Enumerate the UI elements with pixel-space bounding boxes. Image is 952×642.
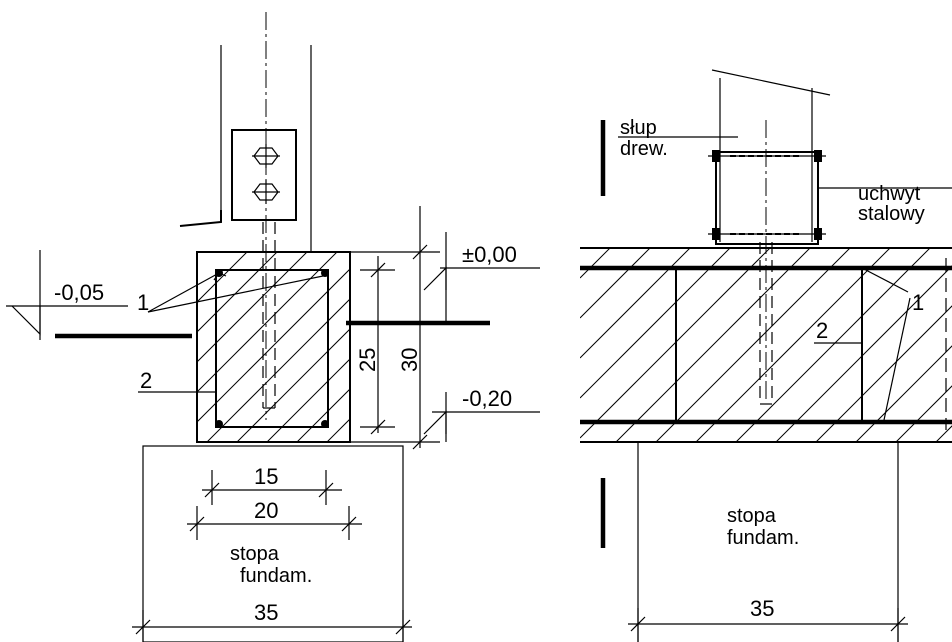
left-cross-section: -0,05 1 2 25 30 (6, 12, 540, 642)
footing-label-line2: fundam. (240, 565, 312, 587)
level-zero-label: ±0,00 (462, 242, 517, 267)
bracket-label-line2: stalowy (858, 203, 925, 225)
label-1-right: 1 (912, 290, 924, 315)
footing-right-line1: stopa (727, 505, 777, 527)
rebar-dot (321, 269, 329, 277)
dim-20-label: 20 (254, 498, 278, 523)
stirrup-outline (215, 269, 329, 428)
level-marker-minus-005: -0,05 (6, 250, 128, 340)
dimension-30: 30 (350, 206, 440, 450)
dim-15-label: 15 (254, 464, 278, 489)
dimension-20: 20 (187, 498, 362, 540)
dimension-25: 25 (355, 256, 395, 435)
dimension-35-left: 35 (132, 600, 412, 642)
dim-35-right-label: 35 (750, 596, 774, 621)
level-minus-005-label: -0,05 (54, 280, 104, 305)
steel-bracket-plate (231, 129, 297, 221)
label-1: 1 (137, 290, 149, 315)
dimension-15: 15 (202, 464, 342, 505)
rebar-dot (215, 420, 223, 428)
dim-25-label: 25 (355, 348, 380, 372)
label-2-right: 2 (816, 318, 828, 343)
dimension-35-right: 35 (628, 596, 908, 642)
level-marker-zero: ±0,00 (423, 232, 540, 322)
dim-35-left-label: 35 (254, 600, 278, 625)
right-longitudinal-section: słup drew. uchwyt stalowy (580, 69, 952, 642)
label-2: 2 (140, 368, 152, 393)
ring-beam-section (196, 222, 351, 443)
rebar-dot (321, 420, 329, 428)
ring-beam-longitudinal (580, 242, 952, 443)
post-label-line2: drew. (620, 138, 668, 160)
footing-right-line2: fundam. (727, 527, 799, 549)
dim-30-label: 30 (397, 348, 422, 372)
post-label-line1: słup (620, 117, 657, 139)
footing-outline (142, 445, 404, 642)
level-minus-020-label: -0,20 (462, 386, 512, 411)
footing-label-line1: stopa (230, 543, 280, 565)
level-marker-minus-020: -0,20 (423, 386, 540, 442)
steel-bracket-side (708, 150, 826, 245)
bracket-label-line1: uchwyt (858, 183, 921, 205)
